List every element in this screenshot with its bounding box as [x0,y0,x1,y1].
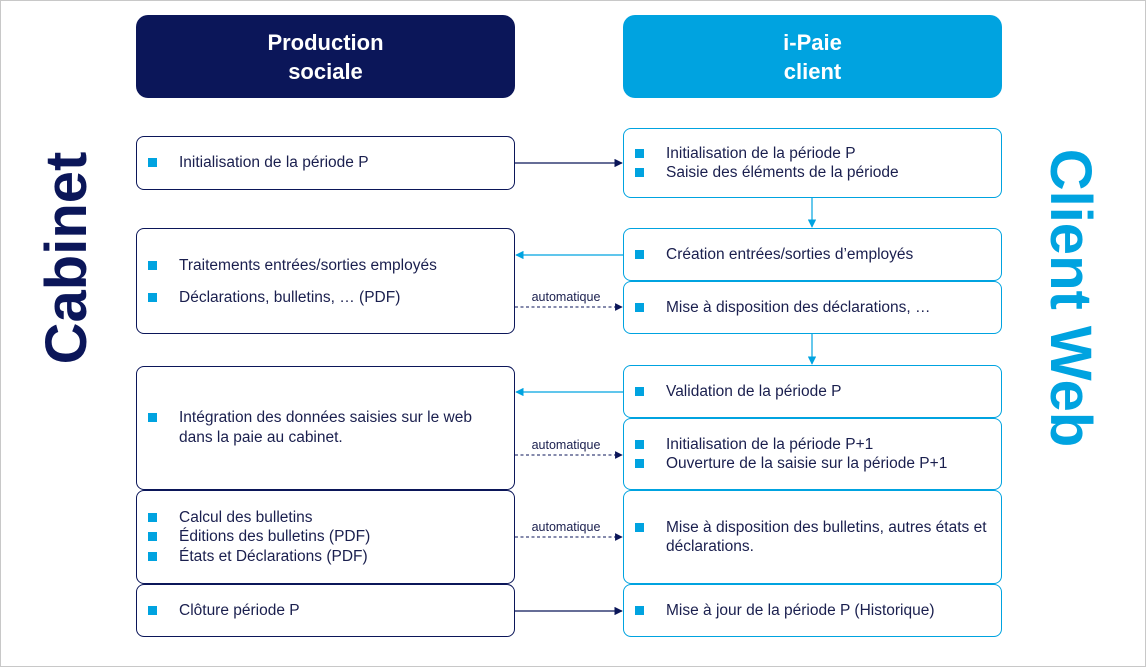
list-item: Déclarations, bulletins, … (PDF) [148,288,504,308]
list-item: Clôture période P [148,601,504,621]
header-ipaie-client: i-Paie client [623,15,1002,98]
list-item: Validation de la période P [635,382,991,402]
auto-label-bulletins: automatique [531,520,601,534]
client-step-maj: Mise à jour de la période P (Historique) [623,584,1002,637]
header-production-sociale: Production sociale [136,15,515,98]
client-step-creation: Création entrées/sorties d’employés [623,228,1002,281]
client-step-bulletins: Mise à disposition des bulletins, autres… [623,490,1002,584]
list-item: Initialisation de la période P+1 [635,435,991,455]
list-item: Initialisation de la période P [148,153,504,173]
client-step-init-p1: Initialisation de la période P+1 Ouvertu… [623,418,1002,490]
list-item: Ouverture de la saisie sur la période P+… [635,454,991,474]
auto-label-declarations: automatique [531,290,601,304]
cabinet-step-init: Initialisation de la période P [136,136,515,190]
list-item: Mise à disposition des déclarations, … [635,298,991,318]
list-item: Saisie des éléments de la période [635,163,991,183]
list-item: Mise à jour de la période P (Historique) [635,601,991,621]
list-item: Mise à disposition des bulletins, autres… [635,518,991,557]
cabinet-step-integration: Intégration des données saisies sur le w… [136,366,515,490]
list-item: Initialisation de la période P [635,144,991,164]
list-item: Traitements entrées/sorties employés [148,256,504,276]
list-item: Création entrées/sorties d’employés [635,245,991,265]
list-item: Intégration des données saisies sur le w… [148,408,504,447]
client-step-validation: Validation de la période P [623,365,1002,418]
cabinet-step-traitements: Traitements entrées/sorties employés Déc… [136,228,515,334]
list-item: États et Déclarations (PDF) [148,547,504,567]
list-item: Éditions des bulletins (PDF) [148,527,504,547]
cabinet-step-calcul: Calcul des bulletins Éditions des bullet… [136,490,515,584]
auto-label-integration: automatique [531,438,601,452]
client-step-mise-a-disposition: Mise à disposition des déclarations, … [623,281,1002,334]
cabinet-step-cloture: Clôture période P [136,584,515,637]
list-item: Calcul des bulletins [148,508,504,528]
client-step-init: Initialisation de la période P Saisie de… [623,128,1002,198]
